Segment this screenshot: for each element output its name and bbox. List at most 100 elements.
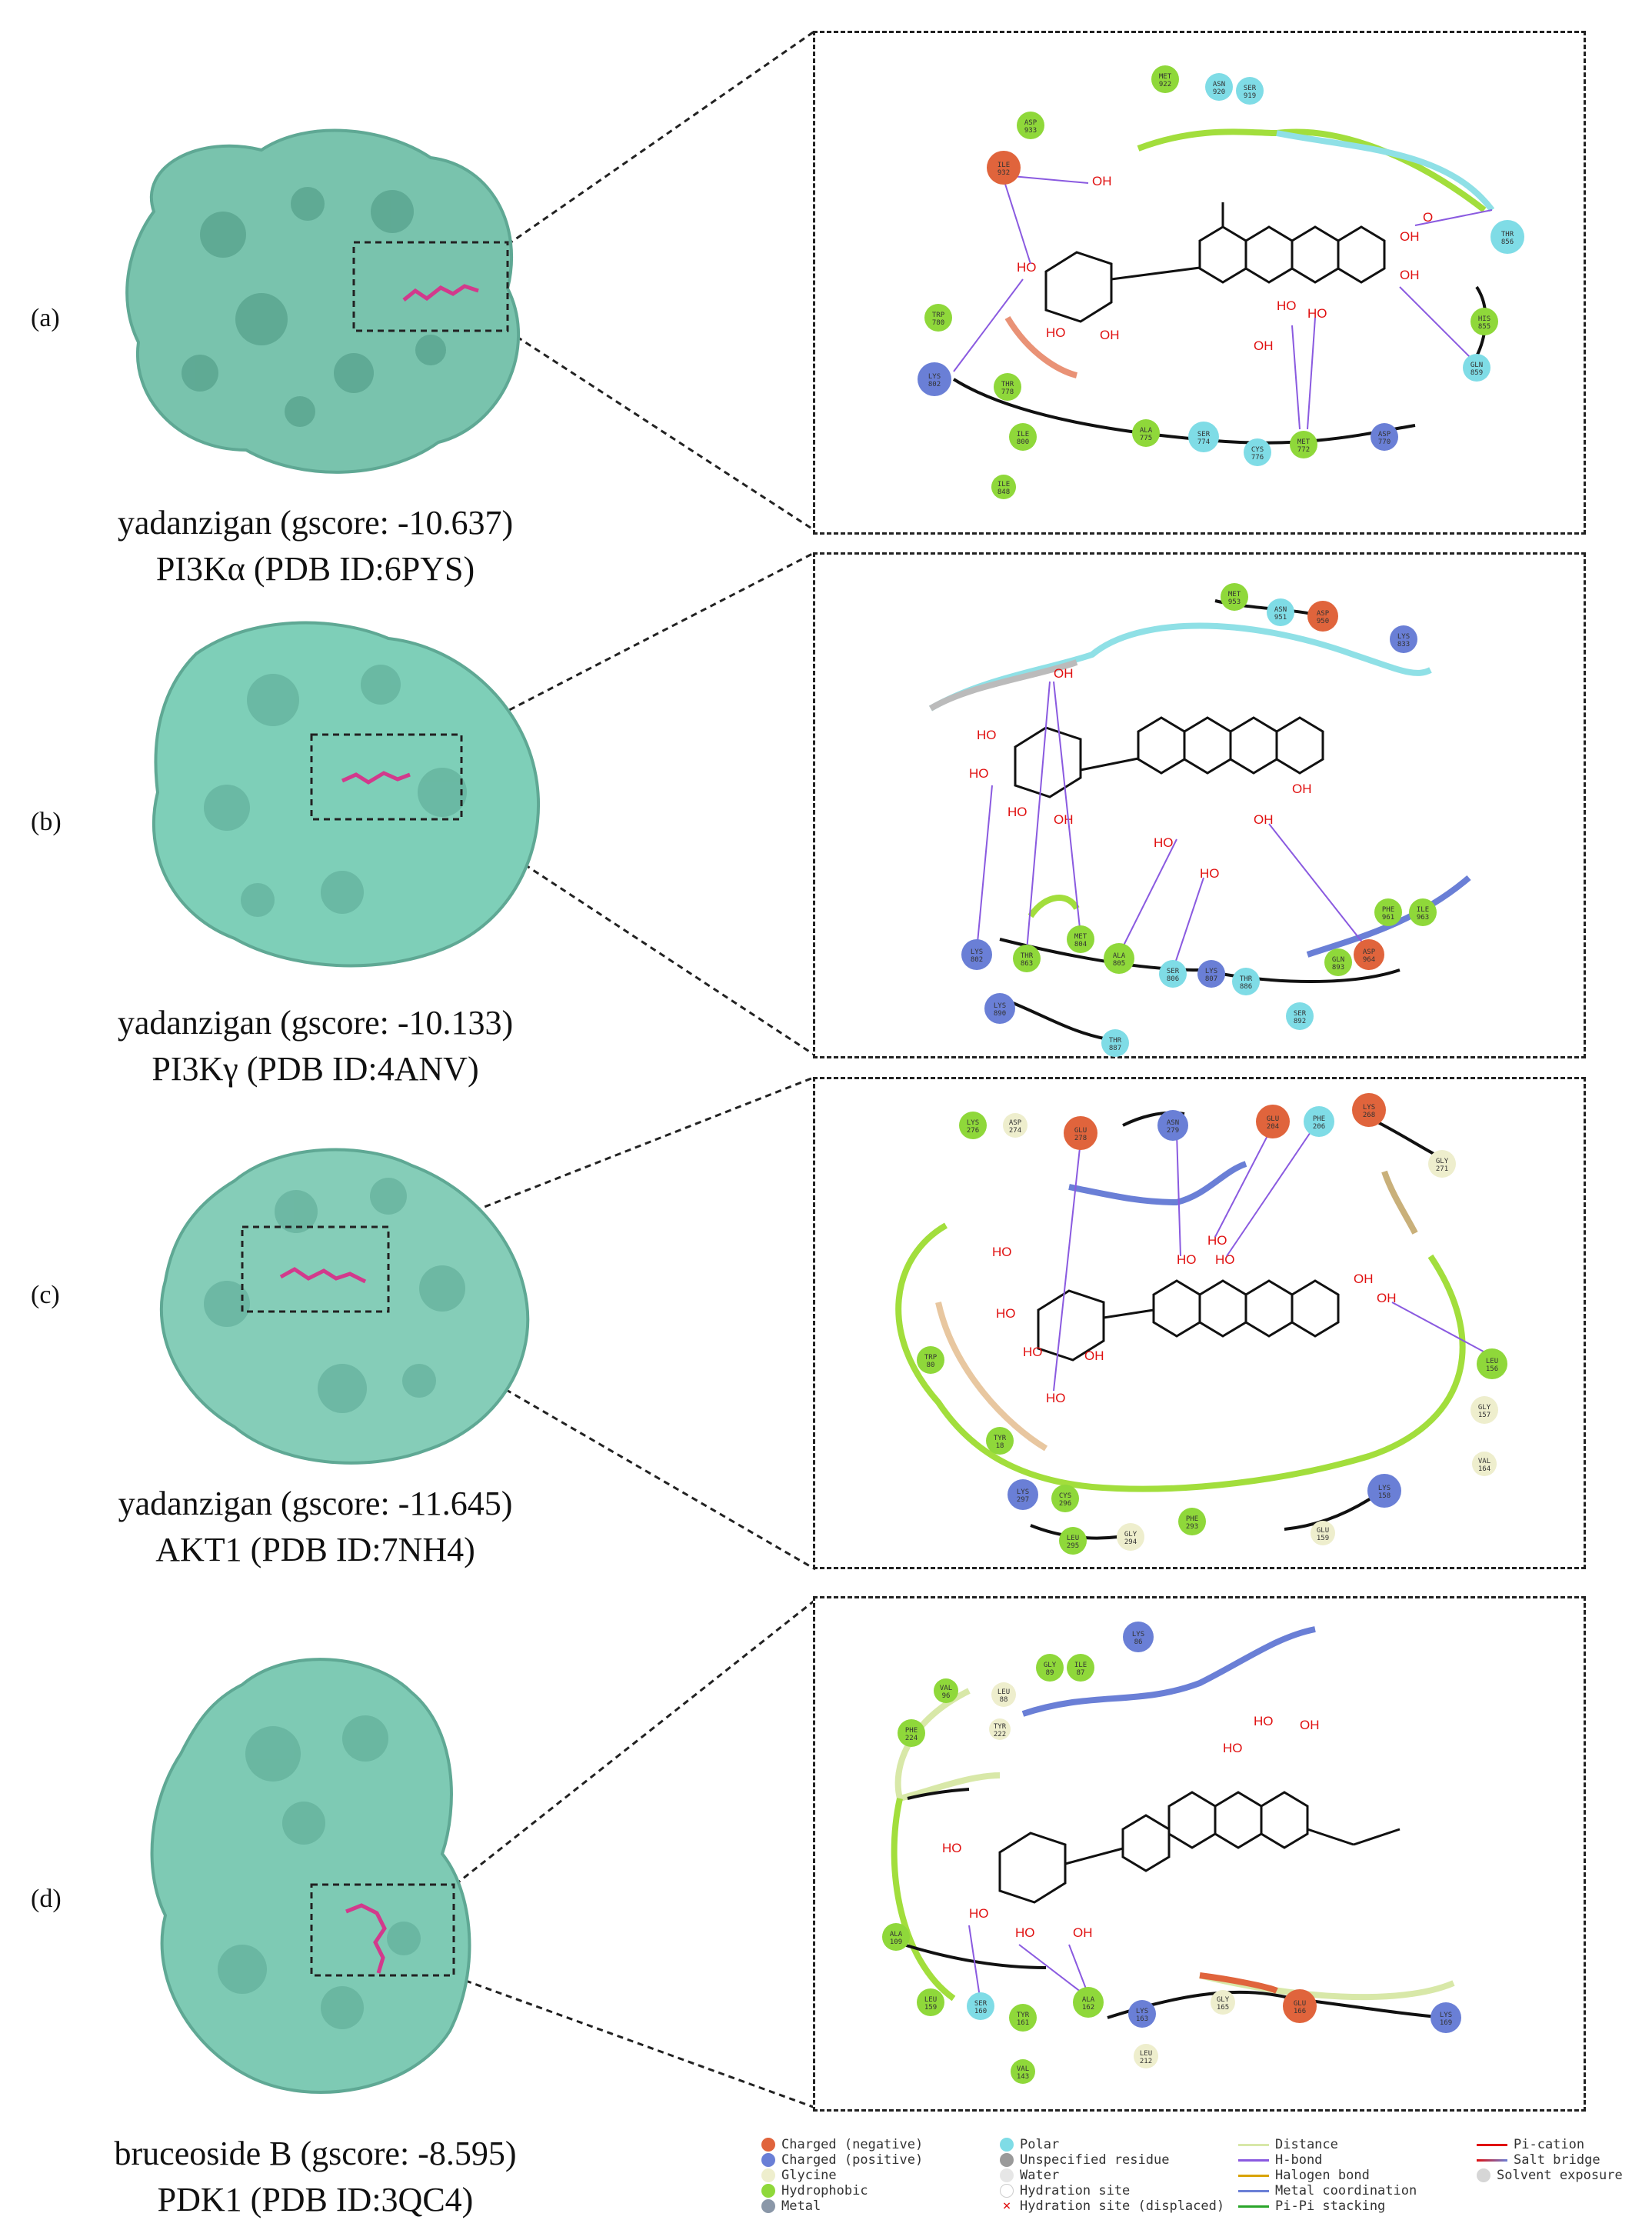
residue-label: 933 bbox=[1024, 127, 1037, 135]
residue-marker bbox=[882, 1923, 910, 1951]
svg-text:HO: HO bbox=[1177, 1252, 1197, 1267]
legend-metal-coordination: Metal coordination bbox=[1238, 2183, 1417, 2198]
residue-label: ALA bbox=[1082, 1996, 1095, 2004]
svg-text:HO: HO bbox=[992, 1245, 1012, 1259]
panel-a-caption-ligand: yadanzigan (gscore: -10.637) bbox=[117, 504, 514, 542]
residue-marker bbox=[967, 1992, 994, 2020]
residue-marker bbox=[1470, 1396, 1498, 1424]
svg-text:HO: HO bbox=[1008, 805, 1028, 819]
residue-label: GLY bbox=[1124, 1531, 1137, 1538]
residue-label: 863 bbox=[1021, 960, 1033, 968]
residue-label: LYS bbox=[1017, 1488, 1029, 1496]
residue-label: PHE bbox=[1313, 1115, 1325, 1123]
residue-label: 157 bbox=[1478, 1412, 1490, 1419]
residue-label: ALA bbox=[1140, 427, 1153, 435]
residue-label: LYS bbox=[1440, 2012, 1452, 2019]
residue-label: 160 bbox=[974, 2008, 987, 2015]
residue-marker bbox=[1470, 308, 1498, 335]
svg-text:HO: HO bbox=[1046, 1391, 1066, 1405]
residue-label: 88 bbox=[1000, 1696, 1008, 1704]
residue-label: 224 bbox=[905, 1735, 918, 1742]
residue-label: ILE bbox=[1074, 1662, 1087, 1669]
residue-label: 268 bbox=[1363, 1112, 1375, 1119]
residue-label: TYR bbox=[1017, 2012, 1030, 2019]
residue-label: LYS bbox=[967, 1119, 979, 1127]
svg-text:O: O bbox=[1423, 210, 1433, 225]
residue-label: LEU bbox=[924, 1996, 937, 2004]
residue-label: GLN bbox=[1470, 362, 1483, 369]
residue-label: 961 bbox=[1382, 914, 1394, 922]
residue-marker bbox=[1197, 960, 1225, 988]
residue-marker bbox=[1157, 1110, 1188, 1141]
residue-label: 890 bbox=[994, 1010, 1006, 1018]
residue-label: 80 bbox=[927, 1362, 935, 1369]
residue-label: SER bbox=[974, 2000, 988, 2008]
panel-d-caption-target: PDK1 (PDB ID:3QC4) bbox=[157, 2181, 474, 2218]
residue-label: 800 bbox=[1017, 438, 1029, 446]
panel-d-label: (d) bbox=[31, 1885, 62, 1913]
residue-label: ASP bbox=[1363, 948, 1376, 956]
residue-label: GLU bbox=[1317, 1527, 1329, 1535]
residue-label: GLN bbox=[1332, 956, 1344, 964]
residue-label: LYS bbox=[928, 373, 941, 381]
residue-label: VAL bbox=[940, 1685, 952, 1692]
protein-surface-a bbox=[125, 128, 521, 474]
residue-label: LEU bbox=[998, 1688, 1010, 1696]
residue-label: LEU bbox=[1486, 1358, 1498, 1365]
residue-marker bbox=[961, 939, 992, 970]
legend-salt-bridge: Salt bridge bbox=[1477, 2152, 1600, 2168]
residue-marker bbox=[1017, 112, 1044, 139]
residue-marker bbox=[1390, 625, 1417, 653]
residue-label: 922 bbox=[1159, 81, 1171, 88]
svg-text:HO: HO bbox=[1015, 1925, 1035, 1940]
residue-label: SER bbox=[1197, 431, 1211, 438]
residue-label: 109 bbox=[890, 1938, 902, 1946]
panel-c-label: (c) bbox=[31, 1281, 60, 1309]
residue-label: VAL bbox=[1017, 2065, 1029, 2073]
residue-label: 162 bbox=[1082, 2004, 1094, 2012]
residue-marker bbox=[1205, 73, 1233, 101]
legend-water: Water bbox=[1000, 2168, 1059, 2183]
residue-marker bbox=[1117, 1523, 1144, 1551]
residue-marker bbox=[1059, 1527, 1087, 1555]
residue-label: GLU bbox=[1074, 1127, 1087, 1135]
legend-glycine: Glycine bbox=[761, 2168, 837, 2183]
residue-marker bbox=[1051, 1485, 1079, 1512]
residue-marker bbox=[1003, 1113, 1028, 1138]
panel-b-caption-target: PI3Kγ (PDB ID:4ANV) bbox=[152, 1050, 479, 1088]
residue-marker bbox=[1178, 1508, 1206, 1535]
residue-marker bbox=[1188, 422, 1219, 452]
residue-label: THR bbox=[1109, 1037, 1122, 1045]
residue-label: 892 bbox=[1294, 1018, 1306, 1025]
legend-charged-negative: Charged (negative) bbox=[761, 2137, 923, 2152]
residue-label: 774 bbox=[1197, 438, 1210, 446]
residue-label: 86 bbox=[1134, 1638, 1143, 1646]
residue-label: GLY bbox=[1044, 1662, 1057, 1669]
residue-marker bbox=[1067, 1654, 1094, 1682]
residue-label: LYS bbox=[1397, 633, 1410, 641]
residue-label: 833 bbox=[1397, 641, 1410, 648]
residue-label: ILE bbox=[1417, 906, 1429, 914]
residue-label: GLU bbox=[1267, 1115, 1279, 1123]
residue-label: LYS bbox=[1363, 1104, 1375, 1112]
residue-label: ASP bbox=[1024, 119, 1037, 127]
legend-halogen-bond: Halogen bond bbox=[1238, 2168, 1370, 2183]
residue-label: 278 bbox=[1074, 1135, 1087, 1142]
legend-pi-cation: Pi-cation bbox=[1477, 2137, 1584, 2152]
residue-marker bbox=[1311, 1521, 1335, 1545]
residue-label: 294 bbox=[1124, 1538, 1137, 1546]
residue-marker bbox=[991, 1682, 1016, 1707]
svg-text:HO: HO bbox=[1307, 306, 1327, 321]
residue-marker bbox=[1211, 1990, 1235, 2015]
residue-label: 804 bbox=[1074, 941, 1087, 948]
residue-label: 18 bbox=[996, 1442, 1004, 1450]
residue-label: 165 bbox=[1217, 2004, 1229, 2012]
residue-label: LYS bbox=[1378, 1485, 1391, 1492]
legend-hydrophobic: Hydrophobic bbox=[761, 2183, 868, 2198]
svg-text:OH: OH bbox=[1292, 782, 1312, 796]
legend-distance: Distance bbox=[1238, 2137, 1338, 2152]
residue-marker bbox=[1354, 939, 1384, 970]
svg-text:HO: HO bbox=[969, 766, 989, 781]
residue-marker bbox=[1244, 438, 1271, 466]
